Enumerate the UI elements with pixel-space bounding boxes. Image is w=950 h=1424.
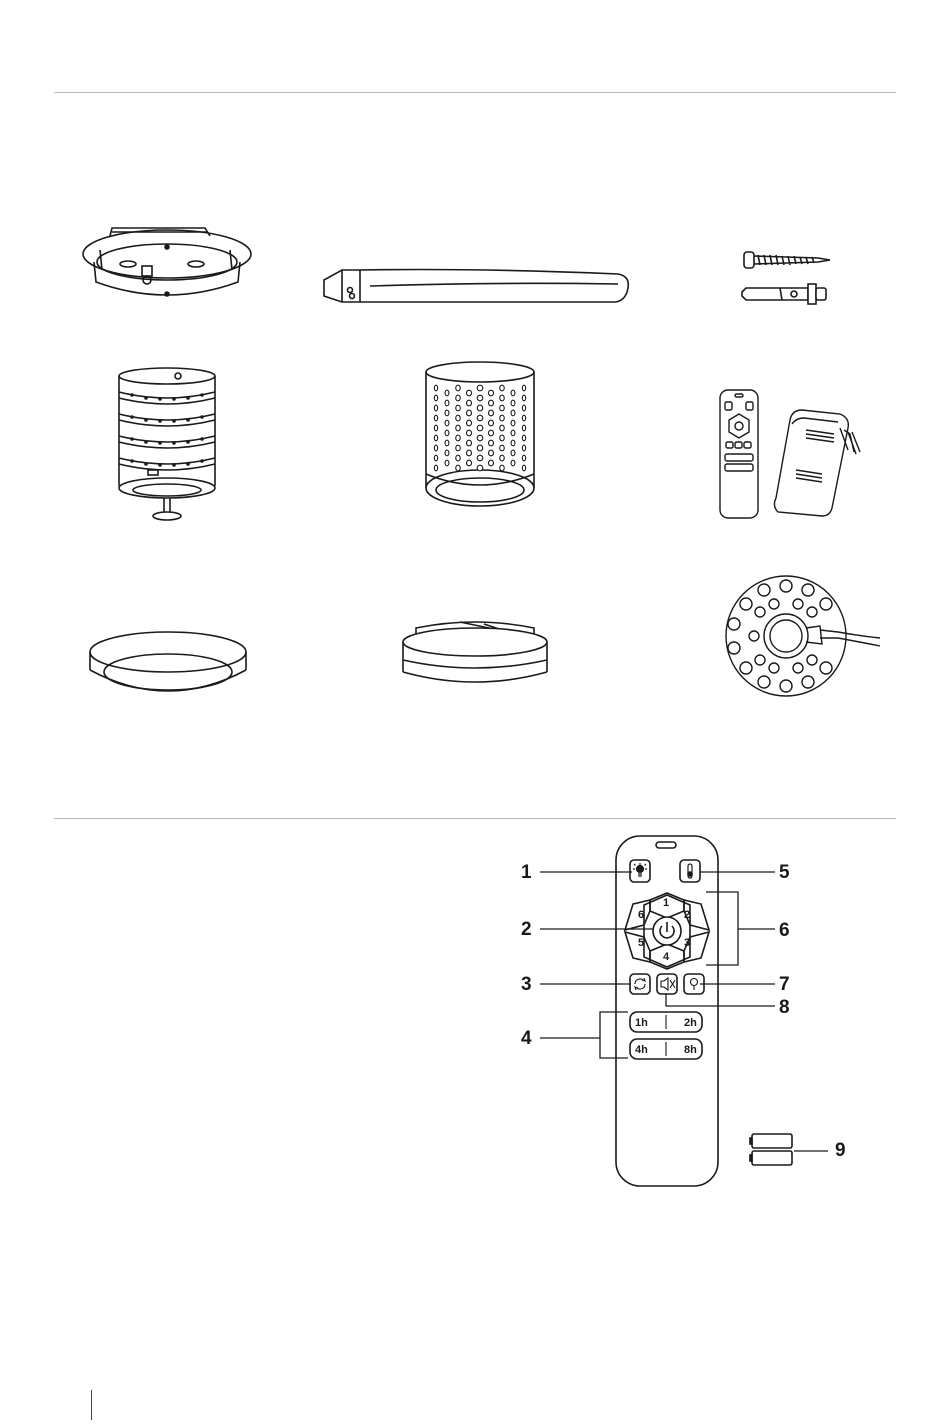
- timer-label-4h: 4h: [635, 1044, 648, 1056]
- callout-7: 7: [779, 975, 790, 994]
- speed-label-1: 1: [663, 897, 669, 909]
- timer-label-1h: 1h: [635, 1017, 648, 1029]
- callout-3: 3: [521, 975, 532, 994]
- page-margin-mark: [91, 1390, 92, 1420]
- callout-1: 1: [521, 863, 532, 882]
- speed-label-5: 5: [638, 937, 644, 949]
- callout-8: 8: [779, 998, 790, 1017]
- callout-2: 2: [521, 920, 532, 939]
- timer-label-8h: 8h: [684, 1044, 697, 1056]
- speed-label-2: 2: [684, 909, 690, 921]
- callout-4: 4: [521, 1029, 532, 1048]
- timer-label-2h: 2h: [684, 1017, 697, 1029]
- callout-9: 9: [835, 1141, 846, 1160]
- speed-label-4: 4: [663, 951, 670, 963]
- callout-5: 5: [779, 863, 790, 882]
- speed-label-6: 6: [638, 909, 644, 921]
- speed-label-3: 3: [684, 937, 690, 949]
- callout-6: 6: [779, 921, 790, 940]
